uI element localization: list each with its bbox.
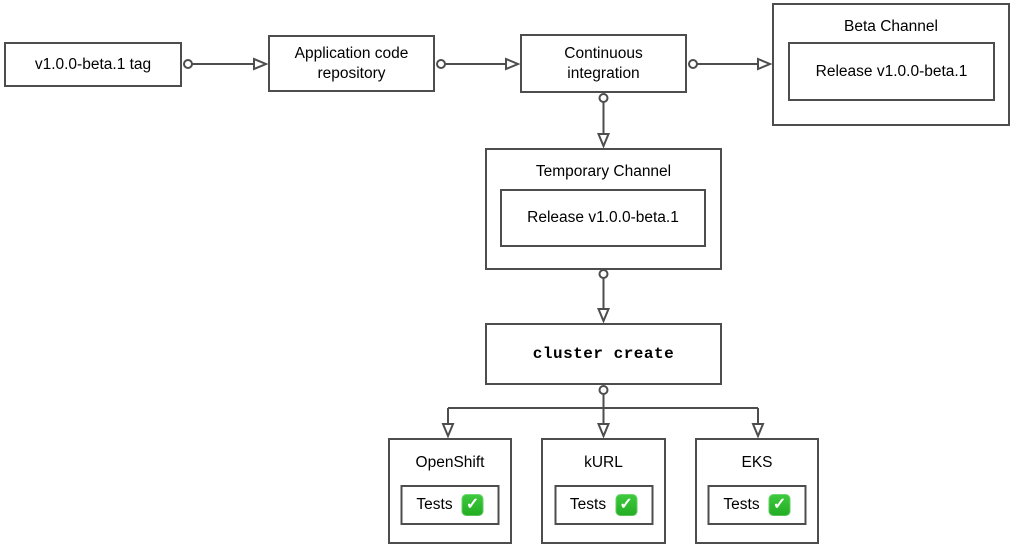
node-cluster-create: cluster create [485,323,722,385]
node-continuous-integration: Continuous integration [520,34,687,93]
node-cluster-create-label: cluster create [532,345,675,363]
group-platform-kurl: kURL Tests ✓ [541,438,666,544]
group-platform-eks: EKS Tests ✓ [695,438,819,544]
group-platform-openshift: OpenShift Tests ✓ [388,438,512,544]
group-beta-channel: Beta Channel Release v1.0.0-beta.1 [772,3,1010,126]
group-temporary-channel: Temporary Channel Release v1.0.0-beta.1 [485,148,722,270]
check-mark-button-icon: ✓ [615,494,638,516]
group-platform-eks-title: EKS [741,454,773,471]
node-beta-release-label: Release v1.0.0-beta.1 [815,62,968,80]
node-temporary-release: Release v1.0.0-beta.1 [500,189,706,247]
node-beta-release: Release v1.0.0-beta.1 [788,42,995,101]
edge-repo-to-ci [436,57,521,71]
node-kurl-tests: Tests ✓ [554,485,653,525]
edge-tag-to-repo [183,57,269,71]
edge-ci-to-beta [688,57,773,71]
node-openshift-tests: Tests ✓ [400,485,500,525]
check-mark-button-icon: ✓ [461,494,484,516]
edge-ci-to-temp [597,93,610,149]
group-platform-kurl-title: kURL [584,454,623,471]
group-temporary-channel-title: Temporary Channel [535,163,672,180]
check-glyph: ✓ [619,496,633,513]
node-version-tag: v1.0.0-beta.1 tag [4,42,182,87]
tests-label: Tests [569,496,607,513]
tests-label: Tests [416,496,453,513]
node-continuous-integration-label: Continuous integration [564,45,643,82]
node-eks-tests: Tests ✓ [707,485,807,525]
group-beta-channel-title: Beta Channel [844,18,938,35]
node-app-code-repository-label: Application code repository [294,45,409,82]
edge-cluster-to-platforms [441,385,765,439]
node-temporary-release-label: Release v1.0.0-beta.1 [527,209,679,226]
group-platform-openshift-title: OpenShift [415,454,485,471]
tests-label: Tests [723,496,760,513]
edge-temp-to-cluster [597,269,610,324]
node-version-tag-label: v1.0.0-beta.1 tag [34,55,152,73]
check-glyph: ✓ [465,496,480,513]
node-app-code-repository: Application code repository [268,35,435,92]
check-glyph: ✓ [772,496,787,513]
check-mark-button-icon: ✓ [768,494,791,516]
